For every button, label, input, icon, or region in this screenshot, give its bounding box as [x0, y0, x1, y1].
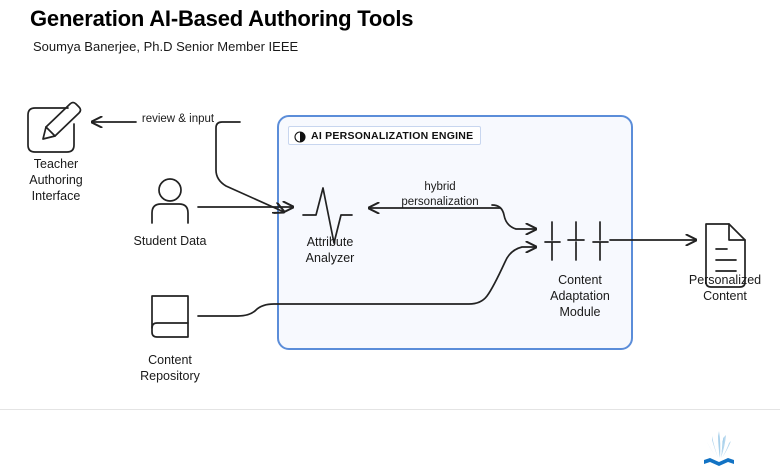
half-filled-circle-icon: [294, 130, 306, 143]
node-label-teacher-authoring-interface: Teacher Authoring Interface: [29, 157, 83, 203]
edge-repository-to-module: [197, 247, 536, 317]
grid-segments-icon: [544, 221, 609, 261]
page-subtitle: Soumya Banerjee, Ph.D Senior Member IEEE: [33, 39, 299, 54]
book-flame-logo: [690, 428, 748, 470]
node-label-student-data: Student Data: [133, 234, 207, 248]
document-lines-icon: [705, 223, 746, 288]
edge-review-input: [215, 121, 284, 212]
edge-label-review-input: review & input: [141, 113, 215, 125]
footer-divider: [0, 409, 780, 410]
node-label-attribute-analyzer: Attribute Analyzer: [305, 235, 355, 265]
edge-hybrid-personalization-tail: [491, 204, 536, 229]
pulse-waveform-icon: [302, 187, 353, 244]
node-label-personalized-content: Personalized Content: [688, 273, 762, 303]
pencil-square-edit-icon: [27, 101, 82, 153]
engine-badge: AI PERSONALIZATION ENGINE: [288, 126, 482, 145]
person-user-icon: [151, 178, 189, 224]
edge-label-hybrid-personalization: hybrid personalization: [401, 181, 479, 208]
node-label-content-adaptation-module: Content Adaptation Module: [550, 273, 610, 319]
node-label-content-repository: Content Repository: [140, 353, 200, 383]
engine-badge-label: AI PERSONALIZATION ENGINE: [311, 129, 474, 142]
book-repository-icon: [151, 295, 189, 338]
page-title: Generation AI-Based Authoring Tools: [30, 6, 414, 31]
